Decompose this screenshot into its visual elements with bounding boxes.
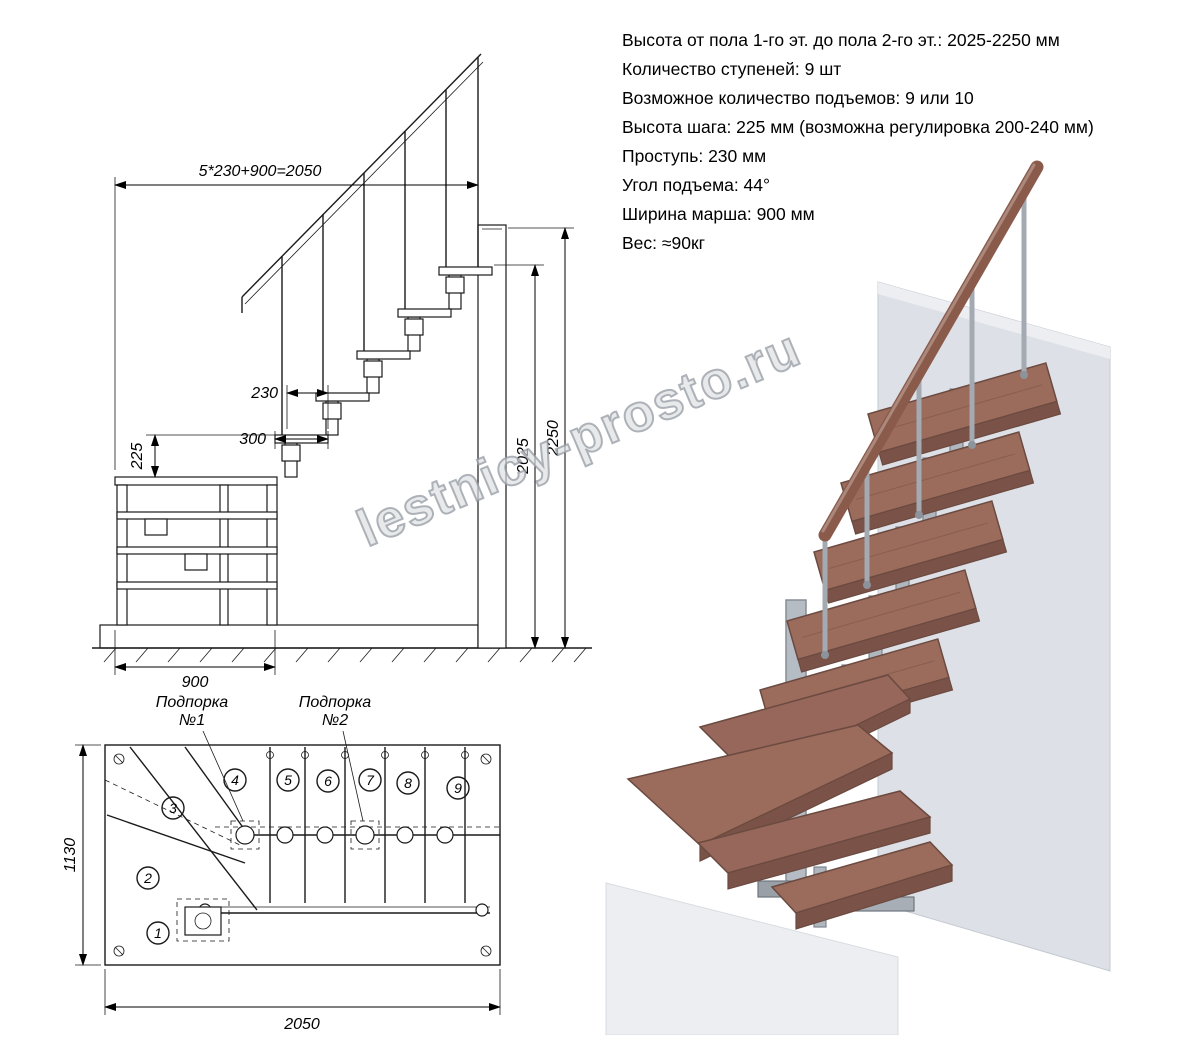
dim-label-tread-run: 230 bbox=[250, 385, 278, 402]
tread-8 bbox=[840, 431, 1035, 535]
plan-view-drawing: 1 2 3 4 5 6 7 bbox=[62, 694, 501, 1033]
step-number-circle: 9 bbox=[446, 776, 470, 800]
dim-platform-width: 900 bbox=[114, 630, 276, 691]
svg-text:9: 9 bbox=[454, 780, 462, 796]
side-view-drawing: 5*230+900=2050 230 300 225 900 bbox=[92, 53, 592, 691]
support1-plate bbox=[230, 820, 260, 850]
step-number-circle: 3 bbox=[161, 796, 185, 820]
step-number-circle: 1 bbox=[146, 921, 170, 945]
dim-label-plan-length: 2050 bbox=[283, 1016, 320, 1033]
svg-text:4: 4 bbox=[231, 772, 239, 788]
spec-line-angle: Угол подъема: 44° bbox=[622, 175, 771, 195]
support2-label-2: №2 bbox=[322, 712, 348, 729]
step-number-circle: 7 bbox=[358, 768, 382, 792]
dim-plan-length: 2050 bbox=[104, 969, 501, 1033]
spec-line-rise-height: Высота шага: 225 мм (возможна регулировк… bbox=[622, 117, 1094, 137]
support1-label: Подпорка bbox=[156, 694, 228, 711]
dim-label-total-height: 2250 bbox=[545, 420, 562, 457]
step-number-circle: 8 bbox=[396, 771, 420, 795]
dim-floor-height: 2025 bbox=[494, 264, 544, 649]
tread-2 bbox=[696, 790, 932, 890]
support2-label: Подпорка bbox=[299, 694, 371, 711]
spec-line-tread: Проступь: 230 мм bbox=[622, 146, 767, 166]
step-numbers: 1 2 3 4 5 6 7 bbox=[136, 768, 470, 945]
tread-1 bbox=[770, 841, 954, 930]
dim-label-riser: 225 bbox=[129, 443, 146, 471]
dim-total-height: 2250 bbox=[508, 227, 574, 649]
handrail-3d bbox=[818, 160, 1044, 542]
wall-section bbox=[477, 224, 507, 649]
step-number-circle: 4 bbox=[223, 768, 247, 792]
bottom-beam bbox=[176, 898, 490, 942]
spec-line-rises: Возможное количество подъемов: 9 или 10 bbox=[622, 88, 974, 108]
dim-total-run: 5*230+900=2050 bbox=[114, 163, 479, 470]
dim-label-total-run: 5*230+900=2050 bbox=[199, 163, 322, 180]
tread-6 bbox=[786, 569, 981, 673]
svg-text:7: 7 bbox=[366, 772, 375, 788]
svg-text:6: 6 bbox=[324, 773, 332, 789]
dim-riser: 225 bbox=[129, 434, 278, 478]
svg-text:1: 1 bbox=[154, 925, 162, 941]
lower-platform bbox=[114, 476, 278, 626]
winder-edges bbox=[104, 746, 258, 911]
plan-outline bbox=[104, 744, 501, 966]
svg-text:5: 5 bbox=[284, 772, 292, 788]
spec-line-weight: Вес: ≈90кг bbox=[622, 233, 705, 253]
render-3d bbox=[605, 160, 1111, 1035]
floor-3d bbox=[605, 882, 899, 1035]
step-number-circle: 5 bbox=[276, 768, 300, 792]
support1-label-2: №1 bbox=[179, 712, 205, 729]
baluster-feet bbox=[821, 371, 1028, 659]
support2-plate bbox=[350, 820, 380, 850]
spec-line-steps-count: Количество ступеней: 9 шт bbox=[622, 59, 842, 79]
svg-text:2: 2 bbox=[143, 870, 152, 886]
treads-elevation bbox=[274, 266, 493, 478]
step-number-circle: 2 bbox=[136, 866, 160, 890]
dim-label-platform-width: 900 bbox=[182, 674, 209, 691]
dim-label-floor-height: 2025 bbox=[515, 438, 532, 475]
spec-line-height: Высота от пола 1-го эт. до пола 2-го эт.… bbox=[622, 30, 1060, 50]
dim-label-tread-depth: 300 bbox=[239, 431, 266, 448]
svg-text:8: 8 bbox=[404, 775, 412, 791]
floor-ground bbox=[92, 624, 592, 663]
specs-panel: Высота от пола 1-го эт. до пола 2-го эт.… bbox=[622, 26, 1178, 258]
corner-screws bbox=[113, 753, 492, 957]
wall-top-face bbox=[878, 282, 1110, 359]
dim-plan-depth: 1130 bbox=[62, 744, 101, 966]
dim-tread-run: 230 bbox=[250, 385, 329, 429]
tread-brackets bbox=[281, 274, 465, 478]
spine bbox=[215, 820, 500, 850]
dim-label-plan-depth: 1130 bbox=[62, 838, 79, 873]
svg-text:3: 3 bbox=[169, 800, 177, 816]
spec-line-width: Ширина марша: 900 мм bbox=[622, 204, 815, 224]
railing-elevation bbox=[241, 53, 484, 435]
support-labels: Подпорка №1 Подпорка №2 bbox=[156, 694, 371, 822]
balusters bbox=[822, 188, 1027, 655]
step-number-circle: 6 bbox=[316, 769, 340, 793]
tread-separators bbox=[266, 747, 469, 903]
